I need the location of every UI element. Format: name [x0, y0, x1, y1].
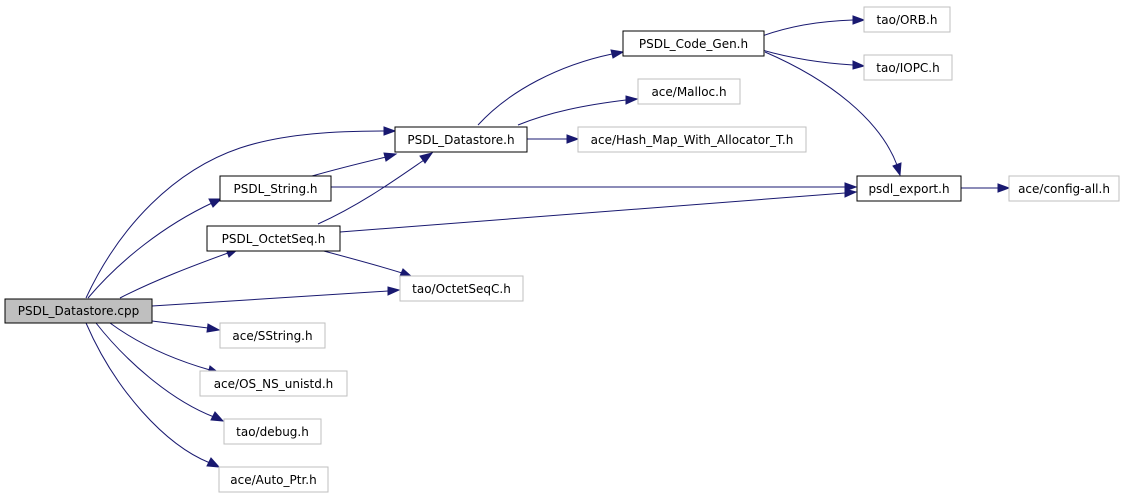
node-label: ace/SString.h [232, 329, 312, 343]
arrowhead [383, 152, 398, 162]
node-label: tao/OctetSeqC.h [412, 282, 511, 296]
arrowhead [610, 49, 625, 59]
arrowhead [625, 95, 639, 105]
node-label: ace/config-all.h [1018, 182, 1110, 196]
node-label: tao/debug.h [236, 425, 309, 439]
node-label: ace/OS_NS_unistd.h [214, 377, 334, 391]
edge-psdl-code-gen-h-to-psdl-export-h [764, 51, 898, 166]
arrowhead [387, 286, 401, 296]
node-psdl-octetseq-h[interactable]: PSDL_OctetSeq.h [206, 225, 341, 252]
node-ace-sstring-h[interactable]: ace/SString.h [219, 322, 326, 349]
node-label: tao/ORB.h [877, 13, 938, 27]
edge-psdl-octetseq-h-to-psdl-datastore-h [317, 159, 425, 225]
node-label: PSDL_Datastore.h [407, 133, 514, 147]
edge-psdl-octetseq-h-to-tao-octetseqc-h [319, 249, 403, 274]
arrowhead [997, 183, 1011, 193]
edge-psdl-string-h-to-psdl-datastore-h [311, 156, 387, 177]
node-psdl-datastore-h[interactable]: PSDL_Datastore.h [394, 126, 528, 153]
edge-psdl-code-gen-h-to-tao-orb-h [761, 19, 854, 37]
node-tao-octetseqc-h[interactable]: tao/OctetSeqC.h [399, 275, 524, 302]
node-label: ace/Hash_Map_With_Allocator_T.h [591, 133, 794, 147]
node-psdl-string-h[interactable]: PSDL_String.h [219, 175, 332, 202]
node-ace-malloc-h[interactable]: ace/Malloc.h [637, 78, 741, 105]
arrowhead [844, 182, 858, 192]
node-label: tao/IOPC.h [876, 61, 939, 75]
edge-cpp-to-psdl-octetseq-h [119, 252, 229, 299]
node-psdl-code-gen-h[interactable]: PSDL_Code_Gen.h [622, 30, 765, 57]
node-psdl-datastore-cpp[interactable]: PSDL_Datastore.cpp [4, 298, 153, 324]
node-label: PSDL_Code_Gen.h [639, 37, 748, 51]
arrowhead [892, 162, 902, 177]
edge-psdl-octetseq-h-to-psdl-export-h [339, 192, 846, 233]
edge-psdl-datastore-h-to-ace-malloc-h [517, 99, 627, 126]
edge-cpp-to-tao-debug-h [95, 322, 215, 418]
node-ace-hash-map-h[interactable]: ace/Hash_Map_With_Allocator_T.h [577, 126, 807, 153]
node-tao-orb-h[interactable]: tao/ORB.h [863, 6, 951, 33]
arrowhead [210, 411, 225, 422]
node-label: ace/Malloc.h [651, 85, 726, 99]
node-label: psdl_export.h [868, 182, 949, 196]
node-label: PSDL_Datastore.cpp [18, 304, 139, 318]
node-label: PSDL_String.h [233, 182, 317, 196]
edge-psdl-datastore-h-to-psdl-code-gen-h [477, 53, 613, 126]
arrowhead [208, 198, 223, 208]
edge-cpp-to-psdl-datastore-h [85, 130, 386, 299]
node-label: PSDL_OctetSeq.h [222, 232, 326, 246]
node-label: ace/Auto_Ptr.h [230, 473, 316, 487]
edge-psdl-code-gen-h-to-tao-iopc-h [761, 49, 854, 66]
edge-cpp-to-psdl-string-h [87, 202, 213, 299]
node-tao-debug-h[interactable]: tao/debug.h [223, 418, 322, 445]
edge-cpp-to-ace-sstring-h [151, 320, 209, 329]
edges [85, 15, 1011, 468]
node-tao-iopc-h[interactable]: tao/IOPC.h [863, 54, 953, 81]
edge-cpp-to-ace-os-ns-unistd-h [109, 322, 211, 371]
node-ace-os-ns-unistd-h[interactable]: ace/OS_NS_unistd.h [199, 370, 348, 397]
arrowhead [383, 126, 397, 136]
nodes: PSDL_Datastore.cpp PSDL_Datastore.h PSDL… [4, 6, 1120, 493]
arrowhead [206, 323, 221, 333]
edge-cpp-to-ace-auto-ptr-h [85, 322, 211, 464]
node-ace-config-all-h[interactable]: ace/config-all.h [1008, 175, 1120, 202]
arrowhead [844, 188, 858, 198]
arrowhead [852, 60, 866, 70]
node-psdl-export-h[interactable]: psdl_export.h [856, 175, 962, 202]
arrowhead [852, 15, 866, 25]
arrowhead [566, 134, 580, 144]
edge-cpp-to-tao-octetseqc-h [151, 290, 389, 307]
arrowhead [419, 152, 434, 164]
arrowhead [206, 457, 221, 468]
node-ace-auto-ptr-h[interactable]: ace/Auto_Ptr.h [218, 466, 329, 493]
